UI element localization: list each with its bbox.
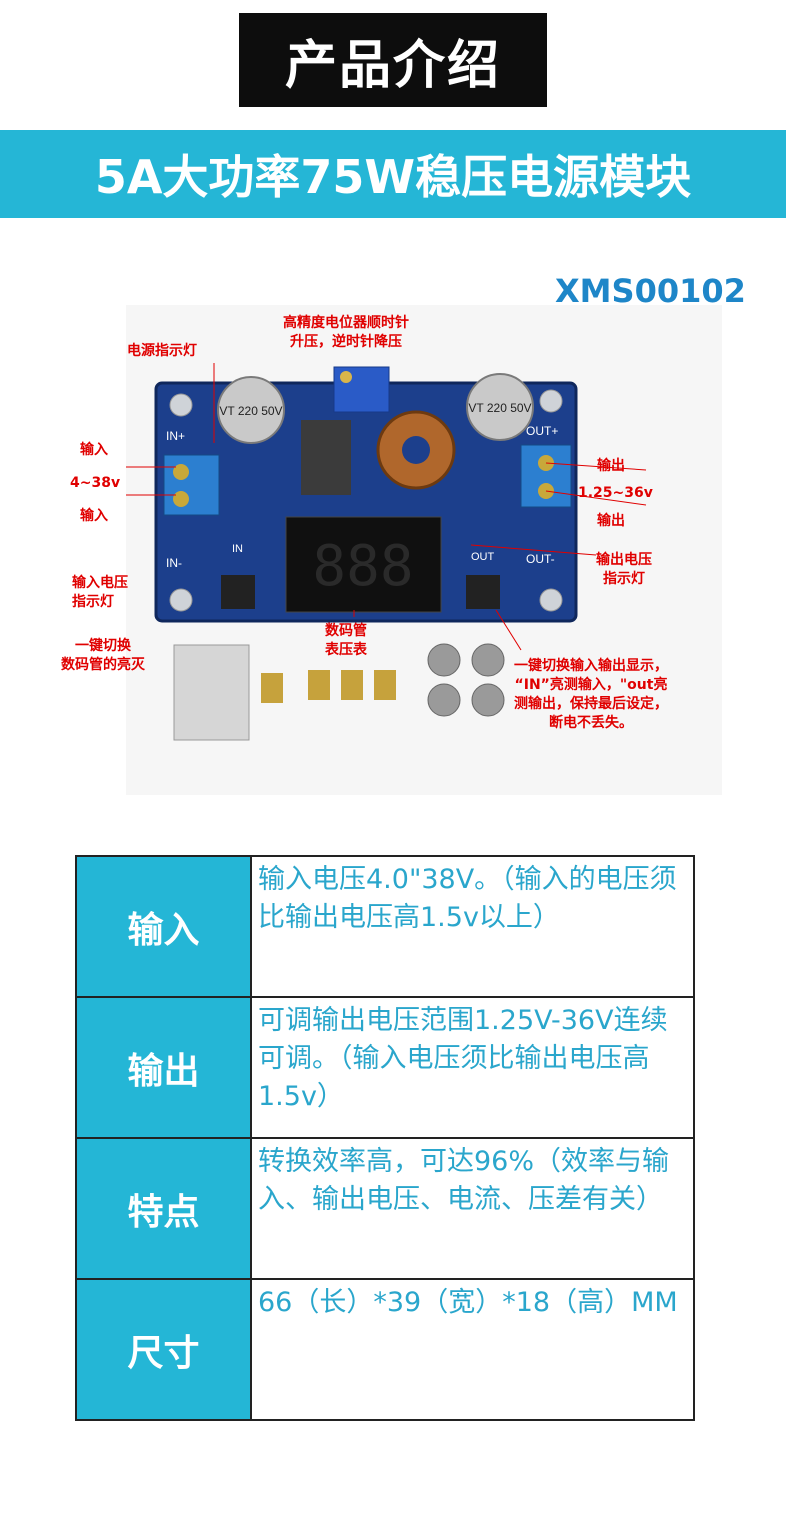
annotation-input-range: 4~38v: [70, 475, 121, 491]
annotation-output-range: 1.25~36v: [578, 485, 653, 501]
capacitor-left: [217, 376, 285, 444]
regulator-chip: [301, 420, 351, 495]
spec-row-output: 输出 可调输出电压范围1.25V-36V连续可调。（输入电压须比输出电压高1.5…: [75, 996, 695, 1139]
in-out-switch-button: [466, 575, 500, 609]
spec-row-features: 特点 转换效率高，可达96%（效率与输入、输出电压、电流、压差有关）: [75, 1137, 695, 1280]
spec-value: 转换效率高，可达96%（效率与输入、输出电压、电流、压差有关）: [250, 1137, 695, 1280]
annotation-input-plus: 输入: [80, 442, 108, 458]
spec-row-size: 尺寸 66（长）*39（宽）*18（高）MM: [75, 1278, 695, 1421]
annotation-output-led: 输出电压 指示灯: [596, 552, 652, 587]
svg-text:IN-: IN-: [166, 556, 182, 570]
spec-value: 可调输出电压范围1.25V-36V连续可调。（输入电压须比输出电压高1.5v）: [250, 996, 695, 1139]
annotation-power-led: 电源指示灯: [127, 343, 197, 359]
svg-text:OUT: OUT: [471, 551, 495, 563]
page-title: 产品介绍: [239, 13, 547, 107]
spec-label: 输入: [75, 855, 252, 998]
display-toggle-button: [221, 575, 255, 609]
spec-label: 输出: [75, 996, 252, 1139]
model-code: XMS00102: [555, 272, 746, 310]
spec-row-input: 输入 输入电压4.0"38V。（输入的电压须比输出电压高1.5v以上）: [75, 855, 695, 998]
product-banner: 5A大功率75W稳压电源模块: [0, 130, 786, 218]
svg-text:IN: IN: [232, 543, 243, 555]
svg-text:VT 220 50V: VT 220 50V: [468, 401, 531, 415]
svg-text:VT 220 50V: VT 220 50V: [219, 404, 282, 418]
annotation-display: 数码管 表压表: [325, 623, 367, 658]
svg-text:888: 888: [312, 534, 413, 599]
annotation-output-plus: 输出: [597, 458, 625, 474]
product-photo: VT 220 50V VT 220 50V IN+ IN- OUT+ OUT- …: [66, 305, 722, 795]
annotation-input-minus: 输入: [80, 508, 108, 524]
svg-text:OUT+: OUT+: [526, 424, 558, 438]
annotation-output-minus: 输出: [597, 513, 625, 529]
annotation-input-led: 输入电压 指示灯: [72, 575, 128, 610]
seven-segment-display: [285, 516, 442, 613]
capacitor-right: [466, 373, 534, 441]
heatsink: [173, 644, 250, 741]
spec-label: 尺寸: [75, 1278, 252, 1421]
spec-value: 输入电压4.0"38V。（输入的电压须比输出电压高1.5v以上）: [250, 855, 695, 998]
annotation-switch-note: 一键切换输入输出显示， “IN”亮测输入，"out亮 测输出，保持最后设定， 断…: [514, 658, 668, 731]
input-terminal: [163, 454, 220, 516]
spec-label: 特点: [75, 1137, 252, 1280]
spec-value: 66（长）*39（宽）*18（高）MM: [250, 1278, 695, 1421]
product-illustration: VT 220 50V VT 220 50V IN+ IN- OUT+ OUT- …: [66, 363, 647, 741]
spec-table: 输入 输入电压4.0"38V。（输入的电压须比输出电压高1.5v以上） 输出 可…: [75, 855, 695, 1421]
svg-text:IN+: IN+: [166, 429, 185, 443]
annotation-button-toggle: 一键切换 数码管的亮灭: [61, 638, 145, 673]
svg-text:OUT-: OUT-: [526, 552, 555, 566]
annotation-potentiometer: 高精度电位器顺时针 升压，逆时针降压: [283, 315, 409, 350]
